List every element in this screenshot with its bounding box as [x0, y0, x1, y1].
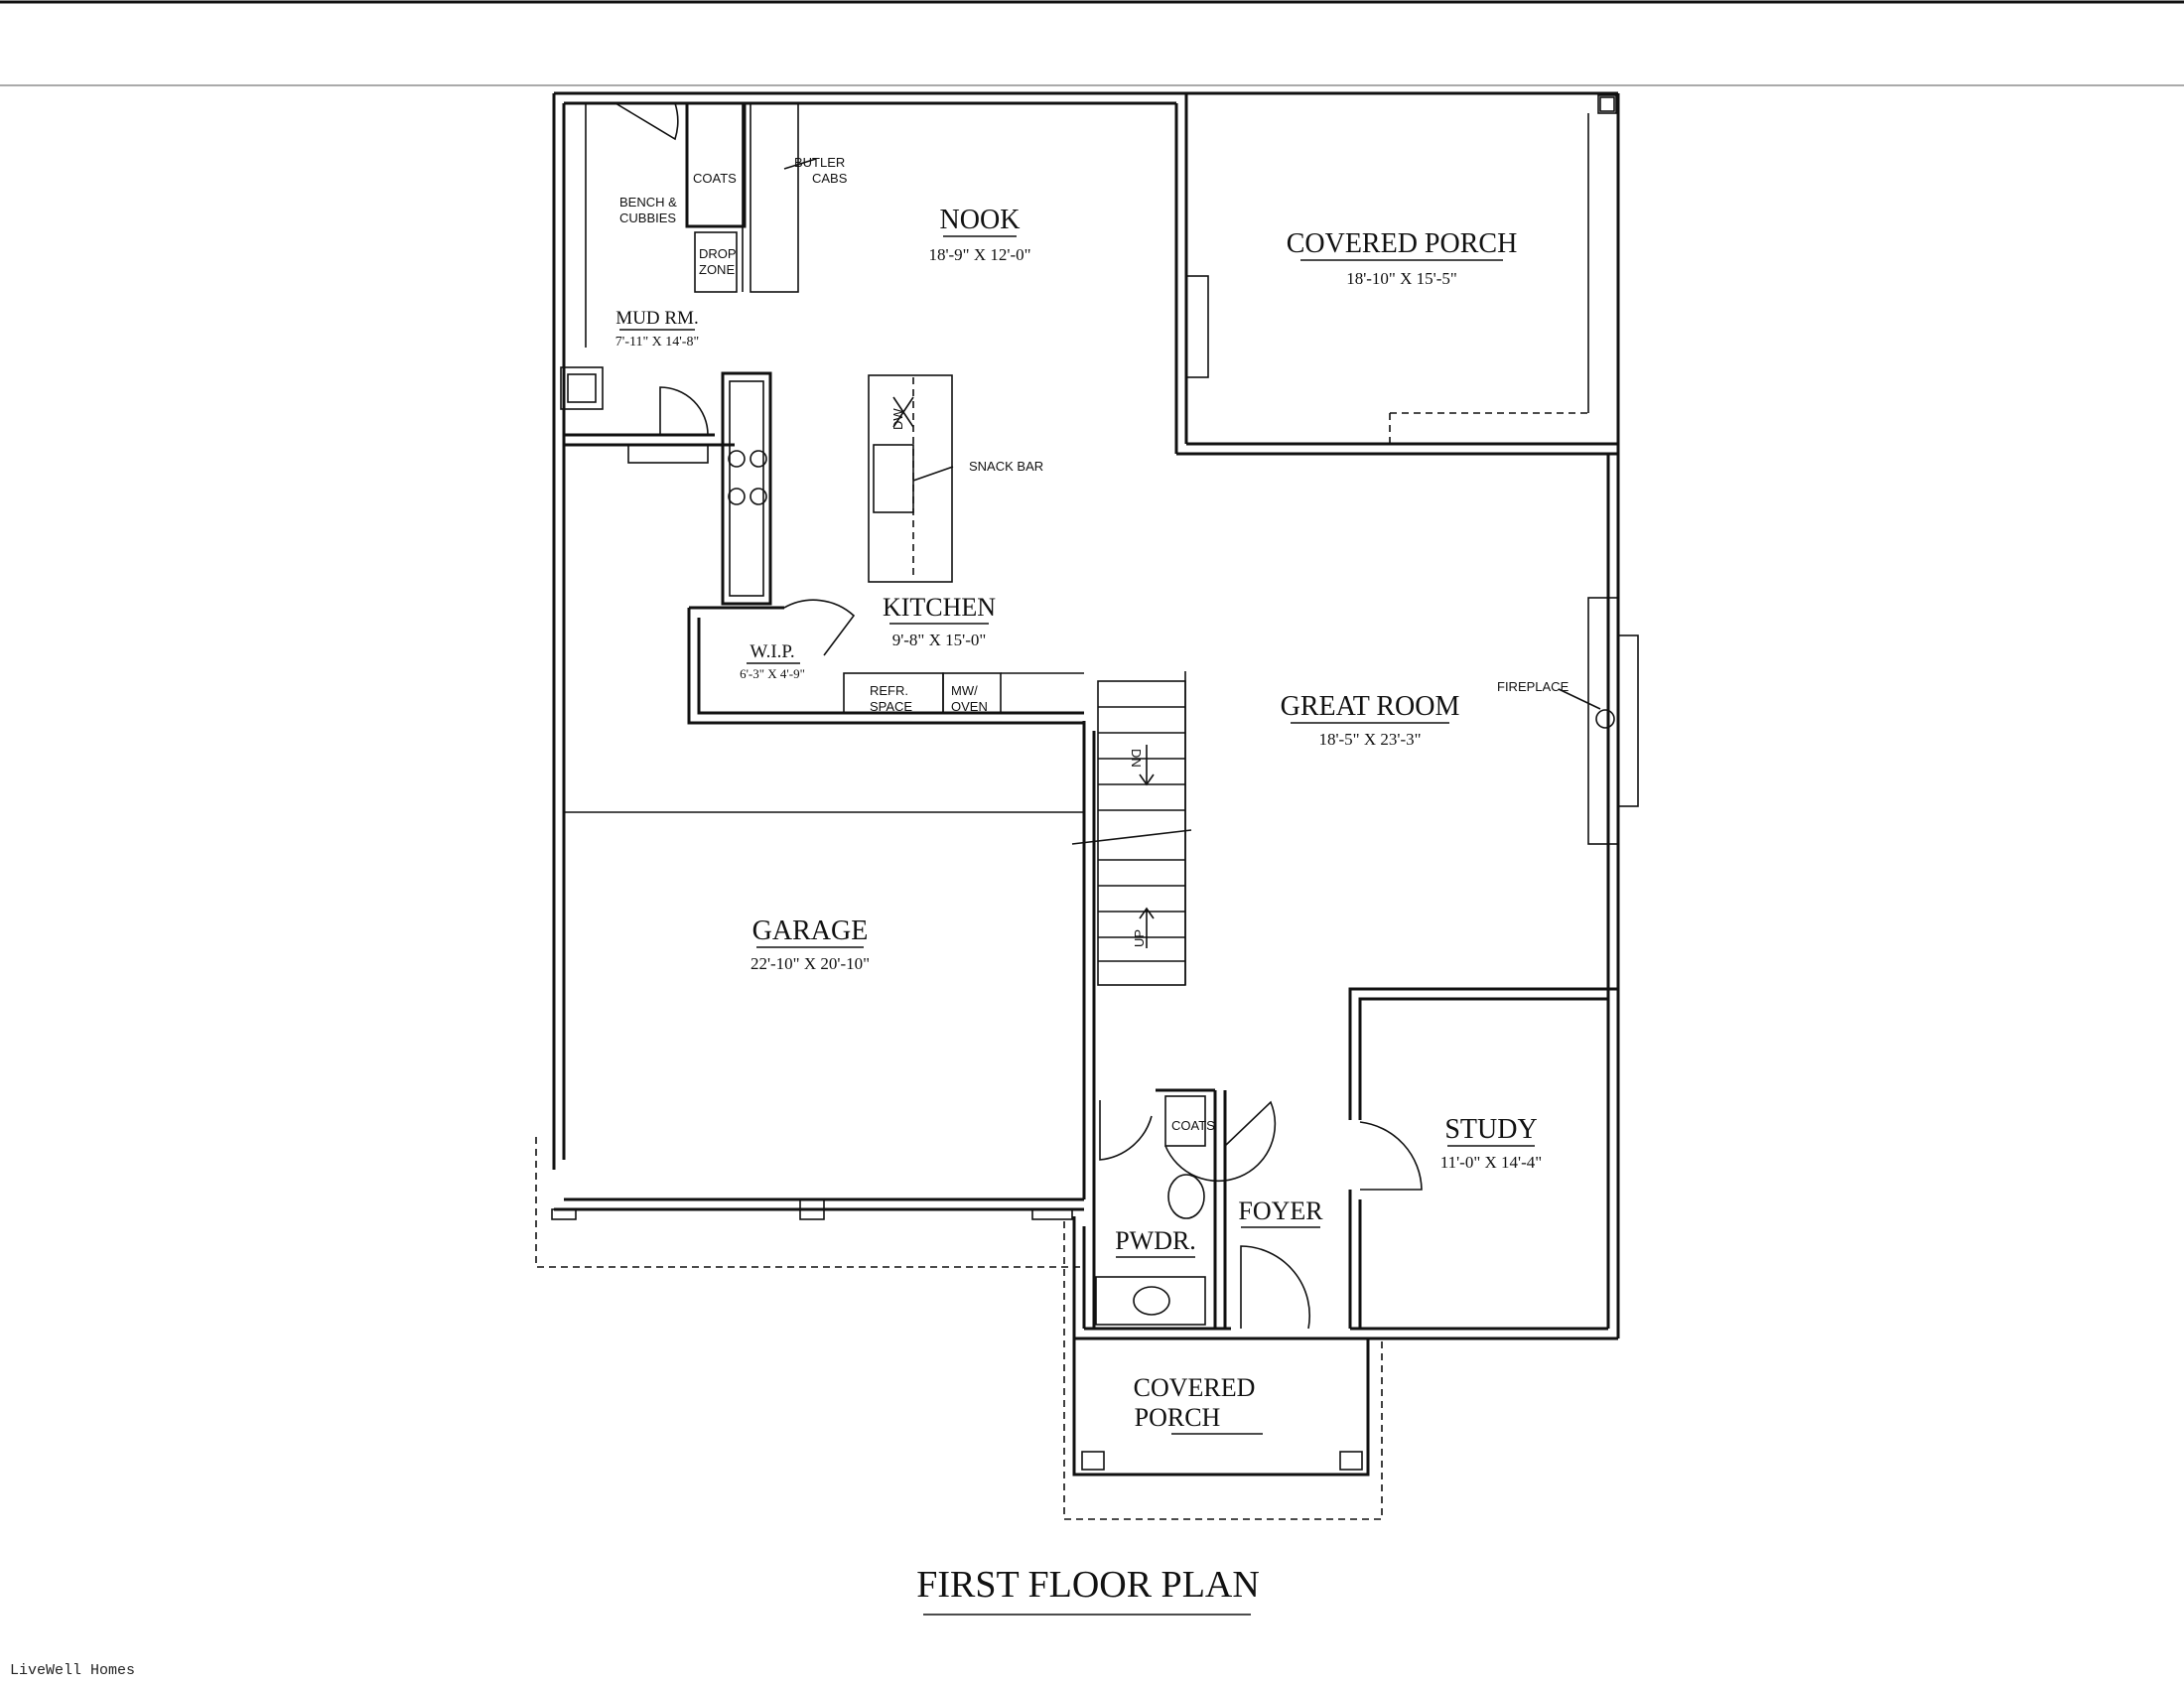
svg-text:UP: UP	[1132, 929, 1147, 947]
svg-text:NOOK: NOOK	[940, 205, 1021, 235]
rear-porch-label: COVERED PORCH 18'-10" X 15'-5"	[1287, 228, 1518, 288]
svg-text:FIRST FLOOR PLAN: FIRST FLOOR PLAN	[916, 1564, 1260, 1606]
svg-text:KITCHEN: KITCHEN	[883, 593, 996, 622]
powder-foyer-walls	[1095, 1088, 1311, 1330]
svg-text:BUTLER: BUTLER	[794, 155, 845, 170]
kitchen-details	[687, 371, 1084, 725]
svg-text:GARAGE: GARAGE	[752, 915, 869, 946]
svg-text:18'-9" X 12'-0": 18'-9" X 12'-0"	[928, 245, 1030, 264]
kitchen-label: KITCHEN 9'-8" X 15'-0"	[883, 593, 996, 649]
plan-title: FIRST FLOOR PLAN	[916, 1564, 1260, 1616]
fireplace	[1558, 597, 1639, 845]
svg-text:FIREPLACE: FIREPLACE	[1497, 679, 1570, 694]
svg-text:COATS: COATS	[693, 171, 737, 186]
svg-text:CABS: CABS	[812, 171, 848, 186]
svg-text:7'-11" X 14'-8": 7'-11" X 14'-8"	[615, 335, 699, 350]
svg-text:6'-3" X 4'-9": 6'-3" X 4'-9"	[740, 666, 805, 681]
nook-label: NOOK 18'-9" X 12'-0"	[928, 205, 1030, 264]
svg-text:FOYER: FOYER	[1238, 1196, 1323, 1225]
mud-room-label: MUD RM. 7'-11" X 14'-8"	[615, 308, 699, 350]
wip-label: W.I.P. 6'-3" X 4'-9"	[740, 641, 805, 681]
svg-text:CUBBIES: CUBBIES	[619, 211, 676, 225]
garage-label: GARAGE 22'-10" X 20'-10"	[751, 915, 870, 973]
svg-text:MW/: MW/	[951, 683, 978, 698]
stairs	[1071, 671, 1192, 986]
front-porch-label: COVERED PORCH	[1134, 1373, 1263, 1435]
svg-text:PORCH: PORCH	[1135, 1403, 1221, 1432]
powder-label: PWDR.	[1115, 1226, 1196, 1258]
svg-text:DW: DW	[890, 408, 905, 430]
foyer-label: FOYER	[1238, 1196, 1323, 1228]
svg-text:SPACE: SPACE	[870, 699, 912, 714]
great-room-label: GREAT ROOM 18'-5" X 23'-3"	[1281, 691, 1460, 749]
svg-text:18'-5" X 23'-3": 18'-5" X 23'-3"	[1318, 730, 1421, 749]
garage-posts	[535, 1137, 1084, 1268]
front-porch	[1063, 1221, 1383, 1520]
mud-room-details	[560, 101, 817, 464]
svg-text:COATS: COATS	[1171, 1118, 1215, 1133]
svg-text:COVERED PORCH: COVERED PORCH	[1287, 228, 1518, 259]
study-label: STUDY 11'-0" X 14'-4"	[1440, 1114, 1542, 1172]
svg-text:DROP: DROP	[699, 246, 737, 261]
svg-text:9'-8" X 15'-0": 9'-8" X 15'-0"	[892, 631, 987, 649]
svg-text:22'-10" X 20'-10": 22'-10" X 20'-10"	[751, 954, 870, 973]
svg-text:REFR.: REFR.	[870, 683, 908, 698]
study-walls	[1348, 987, 1618, 1329]
exterior-walls	[552, 91, 1620, 1340]
svg-text:ZONE: ZONE	[699, 262, 735, 277]
footer-brand: LiveWell Homes	[10, 1662, 136, 1679]
svg-text:COVERED: COVERED	[1134, 1373, 1256, 1402]
svg-text:STUDY: STUDY	[1444, 1114, 1537, 1145]
rear-porch-outline	[1185, 91, 1620, 444]
svg-text:11'-0" X 14'-4": 11'-0" X 14'-4"	[1440, 1153, 1542, 1172]
svg-text:GREAT ROOM: GREAT ROOM	[1281, 691, 1460, 722]
svg-text:MUD RM.: MUD RM.	[615, 308, 698, 329]
svg-text:PWDR.: PWDR.	[1115, 1226, 1196, 1255]
svg-text:OVEN: OVEN	[951, 699, 988, 714]
svg-text:BENCH &: BENCH &	[619, 195, 677, 210]
svg-text:DN: DN	[1129, 749, 1144, 768]
svg-text:SNACK BAR: SNACK BAR	[969, 459, 1043, 474]
svg-text:18'-10" X 15'-5": 18'-10" X 15'-5"	[1346, 269, 1457, 288]
fixture-notes: BUTLER CABS BENCH & CUBBIES COATS DROP Z…	[619, 155, 1570, 1133]
svg-text:W.I.P.: W.I.P.	[750, 641, 794, 662]
